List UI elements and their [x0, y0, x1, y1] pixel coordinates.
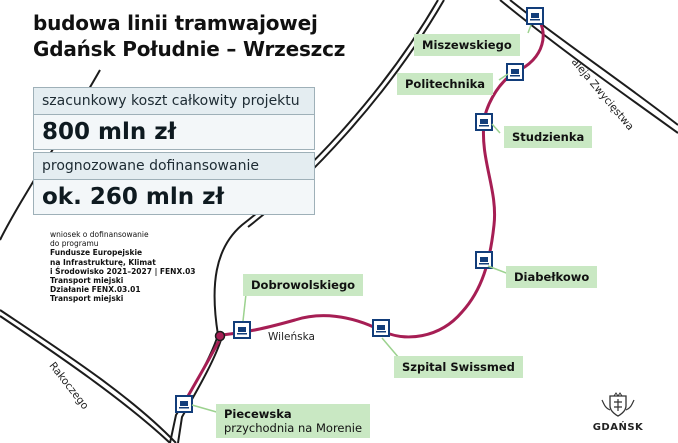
title-line-2: Gdańsk Południe – Wrzeszcz	[33, 37, 346, 61]
station-icon-miszewskiego	[526, 7, 544, 25]
gdansk-coat-of-arms-icon	[601, 392, 635, 417]
funding-value: ok. 260 mln zł	[33, 179, 315, 215]
planned-tram-line	[181, 13, 545, 406]
existing-line-zwyciestwa-2	[499, 0, 678, 134]
station-icon-piecewska	[175, 395, 193, 413]
existing-line-center-2	[177, 336, 223, 443]
stop-label-politechnika: Politechnika	[397, 73, 494, 95]
cost-label: szacunkowy koszt całkowity projektu	[33, 87, 315, 115]
station-icon-diabelkowo	[475, 251, 493, 269]
station-icons	[175, 7, 544, 413]
existing-line-southwest-2	[0, 315, 171, 443]
station-icon-politechnika	[506, 63, 524, 81]
funding-note-line: wniosek o dofinansowanie	[50, 230, 149, 239]
label-leader-lines	[191, 24, 532, 414]
stop-label-piecewska-sub: przychodnia na Morenie	[224, 421, 363, 435]
stop-label-szpital: Szpital Swissmed	[394, 356, 523, 378]
title-line-1: budowa linii tramwajowej	[33, 11, 318, 35]
funding-note-line: Transport miejski	[50, 294, 124, 304]
funding-note-line: Działanie FENX.03.01	[50, 285, 141, 295]
stop-label-diabelkowo: Diabełkowo	[506, 266, 598, 288]
stop-label-piecewska-name: Piecewska	[224, 407, 292, 421]
station-icon-dobrowolskiego	[233, 321, 251, 339]
page-title: budowa linii tramwajowej Gdańsk Południe…	[33, 10, 345, 62]
stop-label-miszewskiego: Miszewskiego	[414, 34, 520, 56]
station-icon-studzienka	[475, 113, 493, 131]
funding-label: prognozowane dofinansowanie	[33, 152, 315, 180]
street-label-wilenska: Wileńska	[268, 331, 315, 343]
funding-note-line: do programu	[50, 239, 99, 249]
funding-note-line: na Infrastrukturę, Klimat	[50, 257, 156, 267]
funding-note-line: Fundusze Europejskie	[50, 248, 143, 258]
existing-line-southwest	[0, 309, 177, 443]
logo-text: GDAŃSK	[592, 422, 644, 433]
cost-value: 800 mln zł	[33, 114, 315, 150]
stop-label-piecewska: Piecewska przychodnia na Morenie	[216, 404, 371, 438]
funding-note-line: Transport miejski	[50, 276, 124, 286]
funding-note-line: i Środowisko 2021–2027 | FENX.03	[50, 266, 196, 276]
stop-label-studzienka: Studzienka	[504, 126, 593, 148]
stop-label-dobrowolskiego: Dobrowolskiego	[243, 274, 364, 296]
gdansk-logo: GDAŃSK	[592, 392, 644, 433]
existing-line-center	[169, 334, 219, 443]
station-icon-szpital	[372, 319, 390, 337]
junction-marker	[214, 330, 226, 342]
planned-line-main	[181, 13, 545, 406]
